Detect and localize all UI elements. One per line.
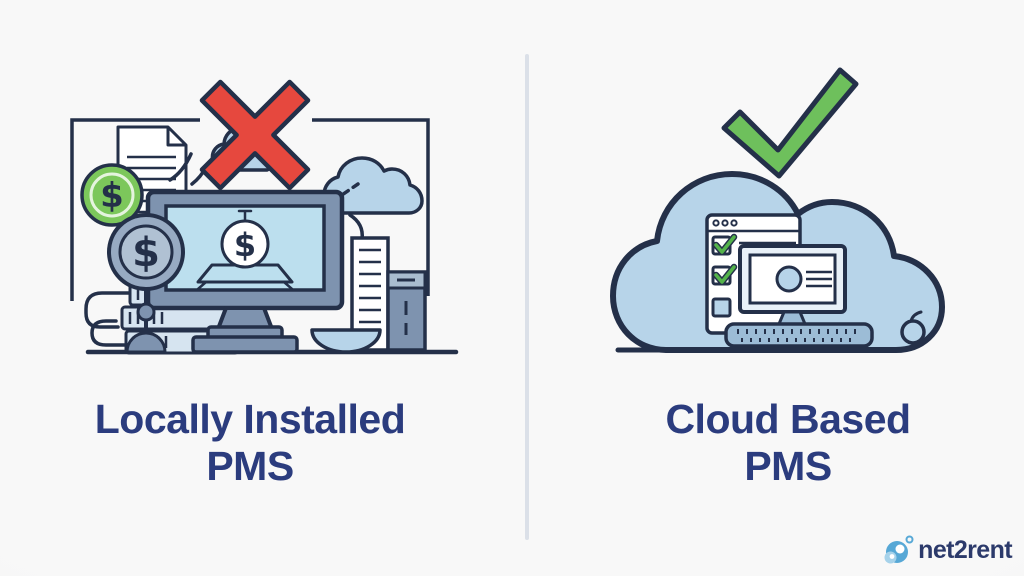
svg-text:$: $: [100, 176, 124, 216]
monitor-icon: [738, 244, 847, 326]
gray-dollar-coin-icon: $: [107, 213, 185, 354]
green-checkmark-icon: [721, 67, 859, 179]
tower-icon: [386, 270, 427, 352]
cloud-based-illustration: [610, 67, 945, 353]
left-panel-title: Locally Installed PMS: [30, 396, 470, 490]
right-panel-title-line2: PMS: [744, 443, 832, 489]
right-panel-title-line1: Cloud Based: [665, 396, 911, 442]
green-dollar-coin-icon: $: [80, 163, 144, 227]
left-panel-title-line2: PMS: [206, 443, 294, 489]
net2rent-logo-text: net2rent: [918, 536, 1012, 564]
frame-outline: [70, 118, 430, 301]
desktop-monitor-icon: $: [145, 189, 345, 354]
cloud-icon: [322, 156, 424, 215]
left-panel-title-line1: Locally Installed: [94, 396, 406, 442]
bowl-icon: [310, 328, 382, 354]
keyboard-icon: [724, 322, 874, 348]
red-cross-icon: [199, 79, 311, 191]
svg-text:$: $: [132, 230, 160, 276]
locally-installed-illustration: $ $ $: [70, 79, 459, 355]
panel-divider: [525, 54, 529, 540]
mouse-icon: [900, 310, 926, 345]
net2rent-logo-icon: [884, 535, 914, 564]
svg-text:$: $: [234, 226, 256, 264]
server-cables: [84, 291, 132, 347]
screen-dollar-graphic: $: [196, 209, 294, 291]
right-panel-title: Cloud Based PMS: [568, 396, 1008, 490]
net2rent-logo: net2rent: [880, 531, 1013, 569]
